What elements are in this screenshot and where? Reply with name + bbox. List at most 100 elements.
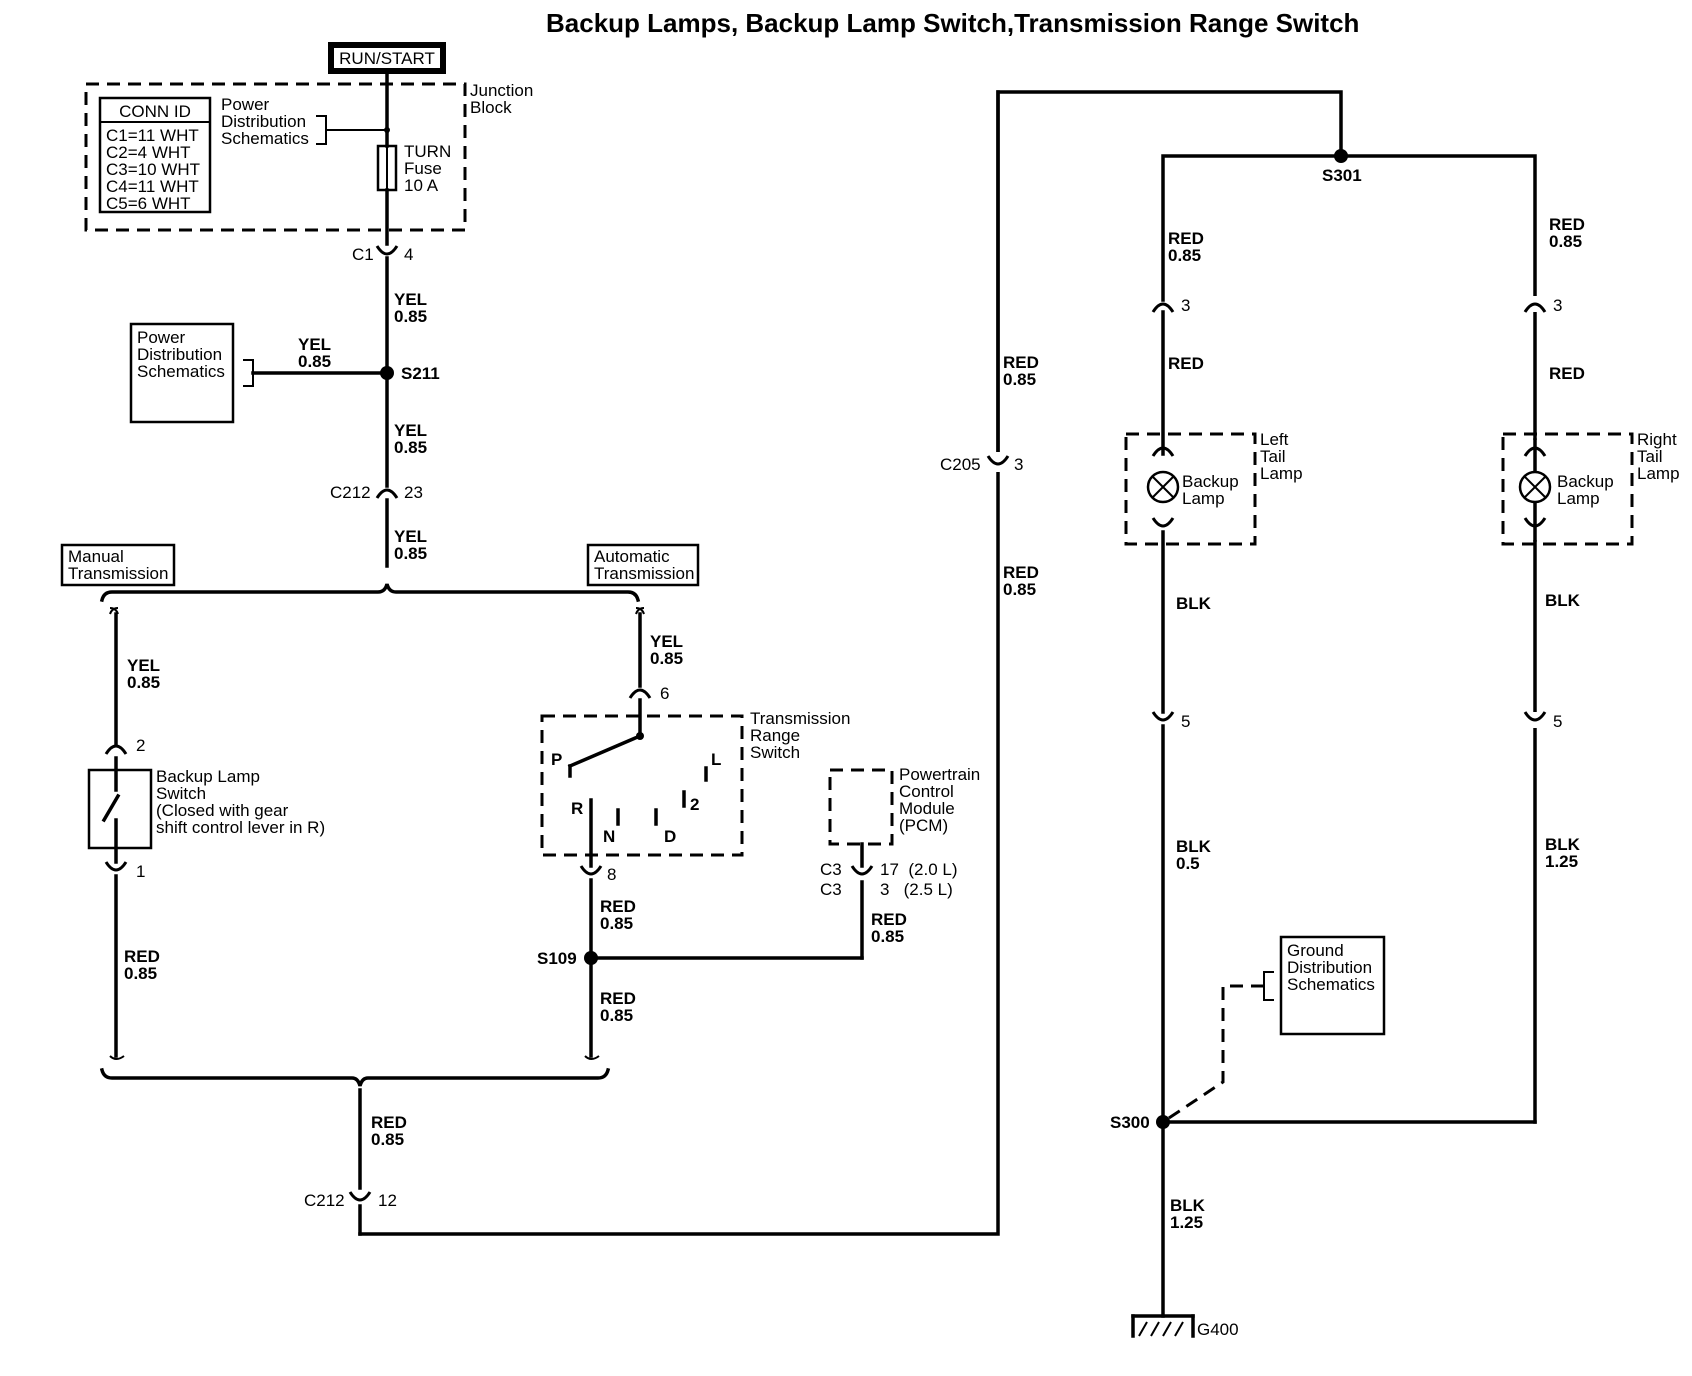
wire-label-yel-pds: YEL 0.85 — [298, 335, 331, 371]
conn-id-table: CONN ID C1=11 WHT C2=4 WHT C3=10 WHT C4=… — [98, 96, 212, 214]
svg-text:3 (2.5 L): 3 (2.5 L) — [880, 880, 953, 899]
svg-text:P: P — [551, 750, 562, 769]
svg-text:N: N — [603, 827, 615, 846]
svg-text:Ground: Ground — [1287, 941, 1344, 960]
svg-text:C3: C3 — [820, 880, 842, 899]
svg-text:Schematics: Schematics — [1287, 975, 1375, 994]
svg-text:12: 12 — [378, 1191, 397, 1210]
svg-text:BLK: BLK — [1545, 835, 1581, 854]
svg-text:BLK: BLK — [1170, 1196, 1206, 1215]
svg-text:C1=11 WHT: C1=11 WHT — [106, 126, 199, 145]
svg-text:YEL: YEL — [394, 421, 427, 440]
splice-s300: S300 BLK 1.25 — [1110, 1113, 1206, 1232]
svg-text:Lamp: Lamp — [1557, 489, 1600, 508]
svg-text:C1: C1 — [352, 245, 374, 264]
svg-text:3: 3 — [1553, 296, 1562, 315]
svg-text:Backup: Backup — [1182, 472, 1239, 491]
svg-text:4: 4 — [404, 245, 413, 264]
svg-text:L: L — [711, 750, 721, 769]
svg-text:S211: S211 — [401, 364, 440, 383]
svg-text:YEL: YEL — [298, 335, 331, 354]
svg-text:Distribution: Distribution — [137, 345, 222, 364]
svg-text:S109: S109 — [537, 949, 577, 968]
svg-text:5: 5 — [1553, 712, 1562, 731]
svg-text:C5=6 WHT: C5=6 WHT — [106, 194, 191, 213]
lamp-feed-wire: RED 0.85 RED 0.85 — [358, 90, 1343, 1236]
svg-text:Power: Power — [137, 328, 186, 347]
svg-text:TURN: TURN — [404, 142, 451, 161]
svg-text:5: 5 — [1181, 712, 1190, 731]
svg-text:Powertrain: Powertrain — [899, 765, 980, 784]
svg-text:2: 2 — [690, 795, 699, 814]
svg-text:Backup: Backup — [1557, 472, 1614, 491]
svg-text:Transmission: Transmission — [68, 564, 168, 583]
connector-c212-bottom: C212 12 — [304, 1191, 397, 1236]
svg-text:Backup Lamp: Backup Lamp — [156, 767, 260, 786]
svg-text:RED: RED — [1549, 364, 1585, 383]
svg-text:RED: RED — [371, 1113, 407, 1132]
svg-text:Schematics: Schematics — [221, 129, 309, 148]
svg-text:0.85: 0.85 — [394, 307, 427, 326]
run-start-source: RUN/START — [328, 42, 446, 74]
svg-text:0.85: 0.85 — [1549, 232, 1582, 251]
svg-text:Block: Block — [470, 98, 512, 117]
ground-distribution-box: Ground Distribution Schematics — [1162, 935, 1386, 1124]
left-lamp-ground-branch: BLK 5 BLK 0.5 — [1151, 530, 1212, 1318]
svg-text:Distribution: Distribution — [221, 112, 306, 131]
svg-text:C3: C3 — [820, 860, 842, 879]
svg-text:Tail: Tail — [1637, 447, 1663, 466]
svg-text:RED: RED — [124, 947, 160, 966]
svg-text:RED: RED — [600, 989, 636, 1008]
run-start-label: RUN/START — [339, 49, 435, 68]
option-brace-top — [99, 583, 645, 615]
wire-label-yel-c1: YEL 0.85 — [394, 290, 427, 326]
svg-text:0.85: 0.85 — [1003, 370, 1036, 389]
svg-text:YEL: YEL — [394, 527, 427, 546]
svg-text:10 A: 10 A — [404, 176, 439, 195]
svg-text:C212: C212 — [330, 483, 371, 502]
svg-text:YEL: YEL — [650, 632, 683, 651]
right-lamp-ground-branch: BLK 5 BLK 1.25 — [1161, 591, 1581, 1124]
manual-branch-lower: 1 RED 0.85 — [104, 861, 160, 1060]
left-lamp-branch: RED 0.85 3 RED — [1151, 229, 1204, 456]
svg-text:BLK: BLK — [1176, 594, 1212, 613]
svg-text:Schematics: Schematics — [137, 362, 225, 381]
svg-text:0.85: 0.85 — [600, 914, 633, 933]
svg-text:Fuse: Fuse — [404, 159, 442, 178]
splice-s109: S109 RED 0.85 — [537, 880, 907, 968]
svg-text:Tail: Tail — [1260, 447, 1286, 466]
manual-branch: YEL 0.85 2 — [104, 612, 160, 755]
svg-text:Lamp: Lamp — [1260, 464, 1303, 483]
svg-text:0.85: 0.85 — [650, 649, 683, 668]
svg-text:BLK: BLK — [1176, 837, 1212, 856]
svg-text:0.85: 0.85 — [127, 673, 160, 692]
svg-text:Right: Right — [1637, 430, 1677, 449]
svg-text:17 (2.0 L): 17 (2.0 L) — [880, 860, 958, 879]
transmission-range-switch: P L 2 R N D Transmission Range Switch — [540, 698, 850, 868]
connector-c212-top: C212 23 — [330, 483, 423, 502]
svg-text:0.85: 0.85 — [371, 1130, 404, 1149]
svg-text:0.85: 0.85 — [871, 927, 904, 946]
svg-text:0.85: 0.85 — [124, 964, 157, 983]
svg-text:RED: RED — [1003, 353, 1039, 372]
svg-text:0.85: 0.85 — [1003, 580, 1036, 599]
svg-text:YEL: YEL — [394, 290, 427, 309]
svg-text:Lamp: Lamp — [1182, 489, 1225, 508]
svg-text:0.85: 0.85 — [600, 1006, 633, 1025]
automatic-branch: YEL 0.85 6 — [628, 612, 683, 703]
connector-c205: C205 3 — [940, 452, 1023, 474]
diagram-title: Backup Lamps, Backup Lamp Switch,Transmi… — [546, 8, 1359, 38]
svg-text:Junction: Junction — [470, 81, 533, 100]
svg-text:0.85: 0.85 — [1168, 246, 1201, 265]
junction-power-ref: Power Distribution Schematics — [221, 95, 390, 148]
svg-text:Manual: Manual — [68, 547, 124, 566]
svg-text:1: 1 — [136, 862, 145, 881]
svg-text:Transmission: Transmission — [594, 564, 694, 583]
svg-text:(Closed with gear: (Closed with gear — [156, 801, 289, 820]
svg-text:2: 2 — [136, 736, 145, 755]
svg-text:Transmission: Transmission — [750, 709, 850, 728]
svg-text:Control: Control — [899, 782, 954, 801]
svg-text:RED: RED — [1168, 354, 1204, 373]
pcm-module: Powertrain Control Module (PCM) C3 C3 17… — [820, 765, 980, 899]
